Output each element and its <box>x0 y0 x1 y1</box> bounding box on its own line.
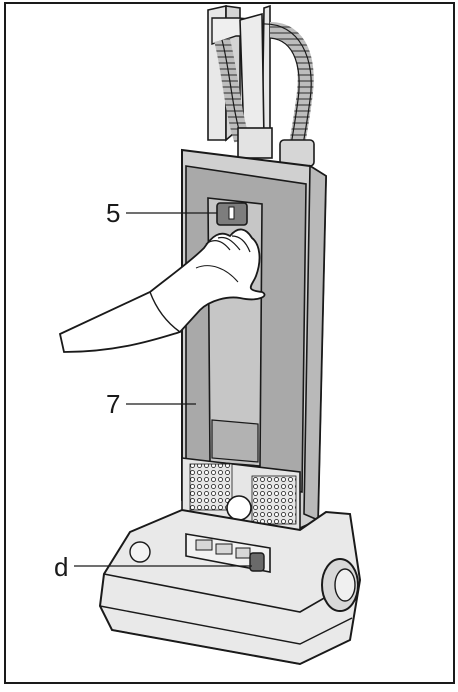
callout-label-d: d <box>54 552 68 582</box>
hose-connector-left <box>237 127 273 159</box>
base-screw <box>129 541 151 563</box>
height-adjust-slider <box>249 552 265 572</box>
callout-label-7: 7 <box>106 389 120 419</box>
center-dial <box>226 495 252 521</box>
callout-label-5: 5 <box>106 198 120 228</box>
operator-hand <box>58 228 266 353</box>
figure-border <box>4 2 455 684</box>
base <box>98 508 362 666</box>
